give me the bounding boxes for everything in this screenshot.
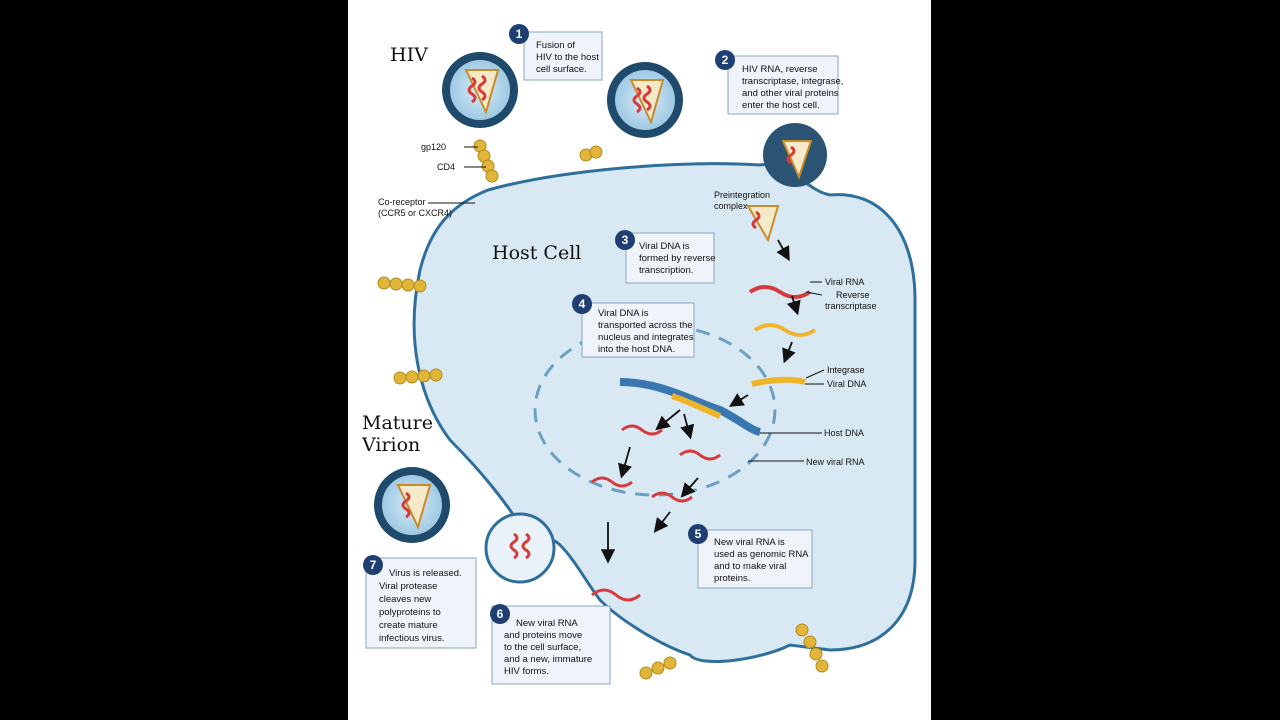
svg-text:transcriptase, integrase,: transcriptase, integrase, (742, 76, 843, 87)
viral-dna-integrating (671, 393, 722, 419)
svg-text:and a new, immature: and a new, immature (504, 654, 592, 665)
callout-step-5: 5 New viral RNA is used as genomic RNA a… (688, 524, 813, 589)
svg-text:5: 5 (695, 527, 702, 541)
budding-virus (484, 512, 556, 584)
step-badge-3 (615, 230, 635, 250)
label-viral-rna: Viral RNA (825, 277, 864, 287)
svg-text:Fusion of: Fusion of (536, 40, 575, 51)
callout-step-1: 1 Fusion of HIV to the host cell surface… (509, 24, 603, 81)
virus-entering (763, 123, 827, 187)
svg-text:enter the host cell.: enter the host cell. (742, 100, 820, 111)
svg-text:7: 7 (370, 558, 377, 572)
label-host-dna: Host DNA (824, 428, 864, 438)
svg-text:and other viral proteins: and other viral proteins (742, 88, 839, 99)
label-reverse-2: transcriptase (825, 301, 877, 311)
virus-2 (607, 62, 683, 138)
svg-text:Viral DNA is: Viral DNA is (639, 241, 690, 252)
svg-text:Virus is released.: Virus is released. (389, 568, 462, 579)
label-gp120: gp120 (421, 142, 446, 152)
label-preintegration-1: Preintegration (714, 190, 770, 200)
title-mature-2: Virion (361, 434, 420, 456)
label-preintegration-2: complex (714, 201, 748, 211)
label-viral-dna: Viral DNA (827, 379, 866, 389)
step-badge-6 (490, 604, 510, 624)
svg-text:6: 6 (497, 607, 504, 621)
reverse-transcription-strand (748, 285, 812, 299)
mature-virion (374, 467, 450, 543)
svg-text:HIV RNA, reverse: HIV RNA, reverse (742, 64, 818, 75)
svg-text:HIV to the host: HIV to the host (536, 52, 599, 63)
svg-text:cleaves new: cleaves new (379, 594, 431, 605)
svg-text:used as genomic RNA: used as genomic RNA (714, 549, 809, 560)
svg-text:Viral DNA is: Viral DNA is (598, 308, 649, 319)
label-coreceptor-1: Co-receptor (378, 197, 426, 207)
svg-text:cell surface.: cell surface. (536, 64, 587, 75)
title-host-cell: Host Cell (492, 242, 581, 264)
svg-text:to the cell surface,: to the cell surface, (504, 642, 581, 653)
callout-step-7: 7 Virus is released. Viral protease clea… (363, 555, 477, 649)
callout-step-2: 2 HIV RNA, reverse transcriptase, integr… (715, 50, 843, 115)
svg-text:New viral RNA is: New viral RNA is (714, 537, 785, 548)
cd4-receptors (377, 139, 829, 680)
label-coreceptor-2: (CCR5 or CXCR4) (378, 208, 452, 218)
label-new-viral-rna: New viral RNA (806, 457, 865, 467)
svg-text:and to make viral: and to make viral (714, 561, 786, 572)
step-badge-4 (572, 294, 592, 314)
preintegration-complex (746, 205, 780, 243)
svg-text:New viral RNA: New viral RNA (516, 618, 578, 629)
label-integrase: Integrase (827, 365, 865, 375)
svg-text:HIV forms.: HIV forms. (504, 666, 549, 677)
svg-text:create mature: create mature (379, 620, 438, 631)
svg-text:and proteins move: and proteins move (504, 630, 582, 641)
dna-synthesis-strand (753, 323, 817, 337)
callout-step-4: 4 Viral DNA is transported across the nu… (572, 294, 695, 358)
svg-text:polyproteins to: polyproteins to (379, 607, 441, 618)
title-hiv: HIV (390, 44, 428, 66)
viral-dna (751, 376, 806, 387)
svg-text:formed by reverse: formed by reverse (639, 253, 716, 264)
host-dna (619, 378, 762, 436)
step-badge-2 (715, 50, 735, 70)
step-badge-5 (688, 524, 708, 544)
leader-lines (428, 146, 825, 462)
svg-text:proteins.: proteins. (714, 573, 750, 584)
svg-text:4: 4 (579, 297, 586, 311)
label-reverse-1: Reverse (836, 290, 870, 300)
callout-step-6: 6 New viral RNA and proteins move to the… (490, 604, 611, 685)
svg-text:1: 1 (516, 27, 523, 41)
svg-text:transported across the: transported across the (598, 320, 693, 331)
svg-text:infectious virus.: infectious virus. (379, 633, 444, 644)
label-cd4: CD4 (437, 162, 455, 172)
title-mature-1: Mature (362, 412, 433, 434)
svg-text:3: 3 (622, 233, 629, 247)
virus-1 (442, 52, 518, 128)
new-viral-rna-strands (591, 424, 721, 602)
svg-text:into the host DNA.: into the host DNA. (598, 344, 675, 355)
step-badge-7 (363, 555, 383, 575)
svg-text:nucleus and integrates: nucleus and integrates (598, 332, 694, 343)
process-arrows (600, 239, 801, 564)
step-badge-1 (509, 24, 529, 44)
svg-text:2: 2 (722, 53, 729, 67)
svg-text:transcription.: transcription. (639, 265, 693, 276)
callout-step-3: 3 Viral DNA is formed by reverse transcr… (615, 230, 716, 284)
svg-text:Viral protease: Viral protease (379, 581, 437, 592)
